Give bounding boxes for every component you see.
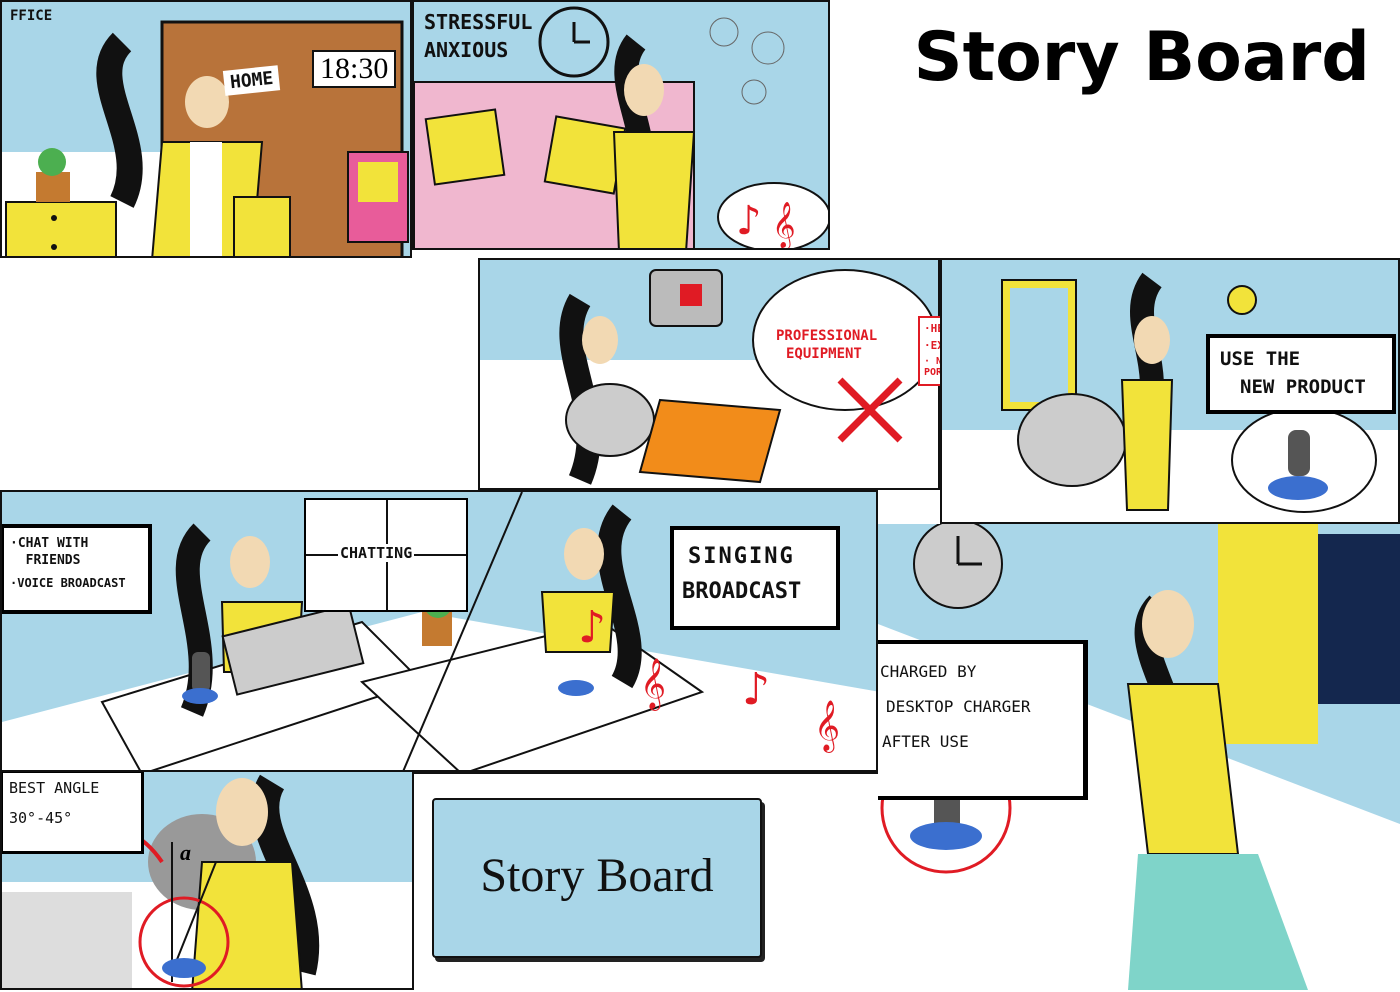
svg-text:♪: ♪ <box>578 602 606 653</box>
chatting-label: CHATTING <box>338 544 415 562</box>
caption-label: Story Board <box>480 849 714 902</box>
singing-sign: SINGING BROADCAST <box>670 526 840 630</box>
angle-line-2: 30°-45° <box>9 809 73 827</box>
charging-line-2: DESKTOP CHARGER <box>886 697 1031 716</box>
singing-line-1: SINGING <box>688 544 795 569</box>
panel-angle-art <box>2 772 412 988</box>
stress-line-1: STRESSFUL <box>424 10 533 34</box>
charging-line-3: AFTER USE <box>882 732 969 751</box>
chat-item-2: FRIENDS <box>10 553 81 568</box>
office-label: FFICE <box>10 8 53 24</box>
panel-equipment-art <box>480 260 938 485</box>
equipment-line-1: PROFESSIONAL <box>776 328 878 344</box>
clock-time: 18:30 <box>312 50 397 88</box>
chat-item-3: ·VOICE BROADCAST <box>10 576 126 590</box>
chat-sign: ·CHAT WITH FRIENDS ·VOICE BROADCAST <box>2 524 152 614</box>
svg-text:♪: ♪ <box>742 664 770 715</box>
angle-line-1: BEST ANGLE <box>9 779 100 797</box>
angle-sign: BEST ANGLE 30°-45° <box>2 772 144 854</box>
panel-new-product-art <box>942 272 1398 522</box>
page-title: Story Board <box>913 18 1370 97</box>
panel-broadcast: ♪ 𝄞 ♪ 𝄞 ·CHAT WITH FRIENDS ·VOICE BROADC… <box>0 490 878 772</box>
panel-office-home-art <box>2 20 409 256</box>
svg-text:𝄞: 𝄞 <box>640 658 666 711</box>
chat-item-1: ·CHAT WITH <box>10 536 89 551</box>
angle-symbol: a <box>180 840 191 865</box>
singing-line-2: BROADCAST <box>682 579 802 604</box>
panel-equipment: PROFESSIONAL EQUIPMENT <box>478 258 940 490</box>
panel-stressed: ♪ 𝄞 STRESSFUL ANXIOUS <box>412 0 830 250</box>
svg-text:𝄞: 𝄞 <box>772 202 796 250</box>
caption-box: Story Board <box>432 798 762 958</box>
panel-stressed-art: ♪ 𝄞 <box>414 6 828 250</box>
chatting-screen: CHATTING <box>304 498 468 612</box>
charging-line-1: CHARGED BY <box>880 662 977 681</box>
svg-text:𝄞: 𝄞 <box>814 700 840 753</box>
charging-sign: CHARGED BY DESKTOP CHARGER AFTER USE <box>878 640 1088 800</box>
equipment-line-2: EQUIPMENT <box>786 346 862 362</box>
panel-charging: CHARGED BY DESKTOP CHARGER AFTER USE <box>878 524 1400 990</box>
new-product-sign: USE THE NEW PRODUCT <box>1206 334 1396 414</box>
panel-office-home: FFICE HOME 18:30 <box>0 0 412 258</box>
panel-new-product: USE THE NEW PRODUCT <box>940 258 1400 524</box>
new-product-line-1: USE THE <box>1220 348 1301 370</box>
stress-line-2: ANXIOUS <box>424 38 509 62</box>
new-product-line-2: NEW PRODUCT <box>1240 376 1366 398</box>
svg-text:♪: ♪ <box>736 198 762 244</box>
panel-angle: BEST ANGLE 30°-45° a <box>0 770 414 990</box>
panel-broadcast-art: ♪ 𝄞 ♪ 𝄞 <box>2 492 876 770</box>
